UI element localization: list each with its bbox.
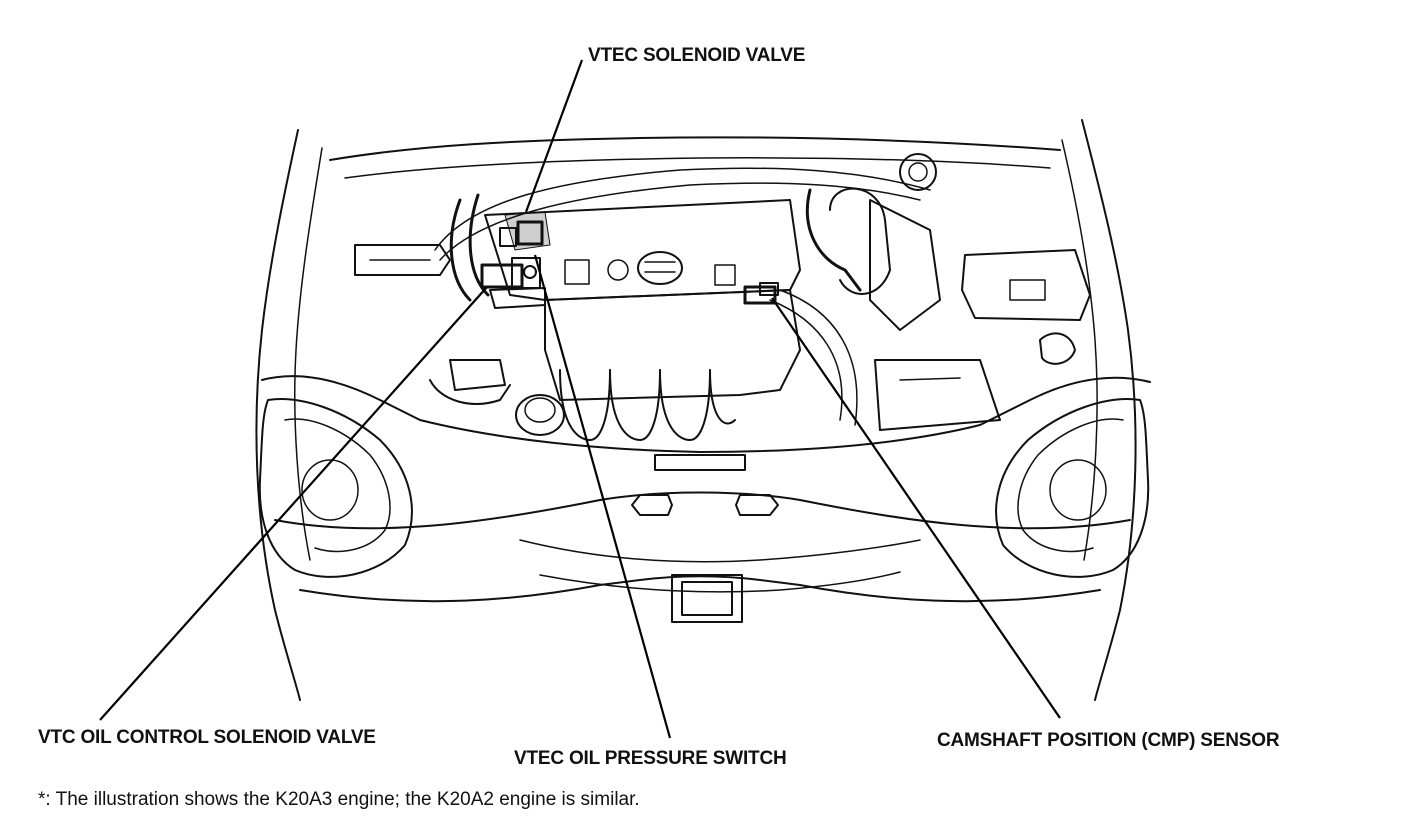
engine-bay-right bbox=[805, 153, 1091, 431]
left-headlight bbox=[258, 398, 413, 578]
leader-vtec-solenoid-valve bbox=[524, 59, 584, 213]
label-vtec-oil-pressure-switch: VTEC OIL PRESSURE SWITCH bbox=[514, 748, 787, 769]
leader-vtec-oil-pressure-switch bbox=[533, 254, 672, 739]
engine bbox=[354, 167, 931, 441]
leader-vtc-oil-control-solenoid-valve bbox=[99, 286, 488, 721]
label-camshaft-position-sensor: CAMSHAFT POSITION (CMP) SENSOR bbox=[937, 730, 1280, 751]
label-vtec-solenoid-valve: VTEC SOLENOID VALVE bbox=[588, 45, 806, 66]
car-body-outline bbox=[255, 119, 1151, 701]
leader-cmp-sensor bbox=[771, 297, 1061, 719]
leader-lines bbox=[99, 59, 1061, 739]
label-vtc-oil-control-solenoid-valve: VTC OIL CONTROL SOLENOID VALVE bbox=[38, 727, 376, 748]
footnote: *: The illustration shows the K20A3 engi… bbox=[38, 789, 640, 810]
right-headlight bbox=[995, 398, 1150, 578]
highlighted-components bbox=[480, 211, 779, 309]
grille bbox=[631, 454, 779, 623]
